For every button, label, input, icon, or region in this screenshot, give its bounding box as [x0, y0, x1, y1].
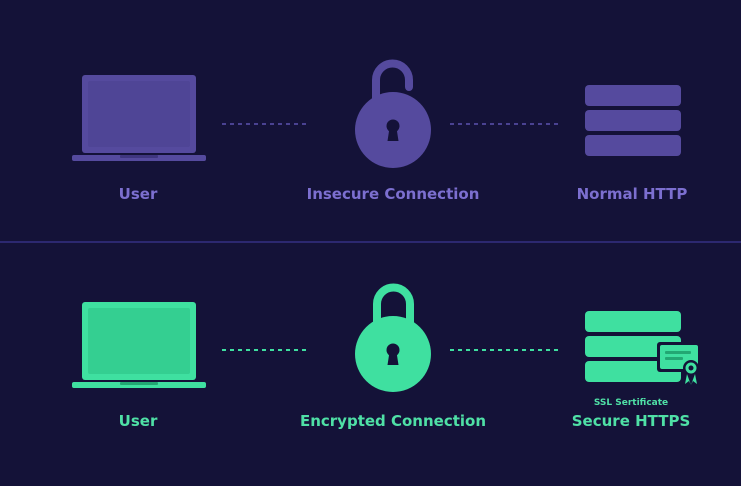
secure-user-label: User: [118, 412, 158, 430]
locked-padlock-icon: [355, 283, 431, 392]
insecure-connection-label: Insecure Connection: [306, 185, 480, 203]
insecure-user-label: User: [118, 185, 158, 203]
insecure-laptop-icon: [72, 75, 206, 161]
normal-http-label: Normal HTTP: [576, 185, 688, 203]
ssl-certificate-label: SSL Sertificate: [593, 398, 669, 408]
secure-laptop-icon: [72, 302, 206, 388]
unlocked-padlock-icon: [355, 59, 431, 168]
insecure-server-icon: [585, 85, 681, 156]
secure-https-label: Secure HTTPS: [571, 412, 691, 430]
encrypted-connection-label: Encrypted Connection: [299, 412, 487, 430]
certificate-icon: [657, 342, 701, 385]
